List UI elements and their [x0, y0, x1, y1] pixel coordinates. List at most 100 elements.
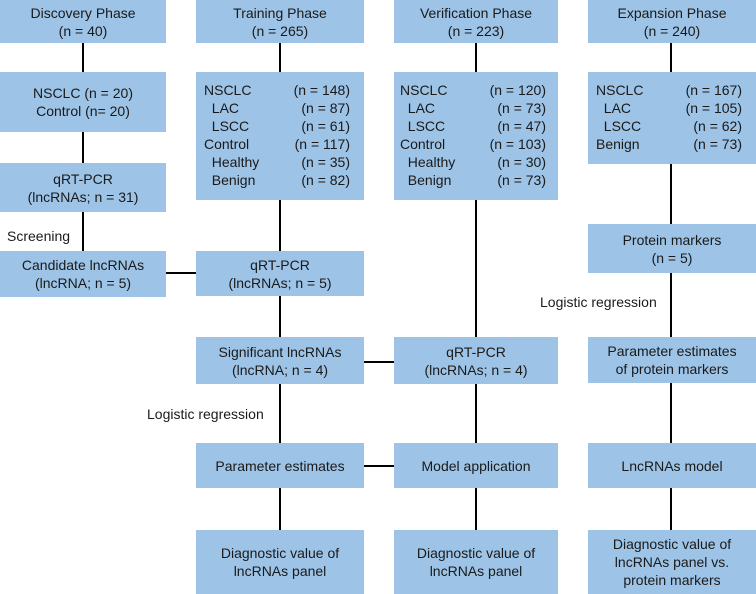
training-qrtpcr-box: qRT-PCR (lncRNAs; n = 5): [196, 251, 364, 296]
group-name: Benign: [204, 172, 256, 188]
group-count: (n = 73): [693, 136, 742, 152]
discovery-cohort-box: NSCLC (n = 20) Control (n= 20): [0, 72, 166, 132]
training-params-box: Parameter estimates: [196, 443, 364, 488]
cohort-row: Benign (n = 73): [400, 171, 546, 189]
node-detail: lncRNAs panel: [233, 563, 327, 579]
node-title: Parameter estimates: [215, 457, 345, 474]
cohort-row: LSCC (n = 62): [596, 117, 742, 135]
phase-title: Discovery Phase: [30, 4, 136, 21]
cohort-line: Control (n= 20): [36, 103, 130, 119]
group-count: (n = 61): [301, 118, 350, 134]
screening-label: Screening: [7, 228, 71, 244]
phase-title: Expansion Phase: [617, 4, 727, 21]
group-count: (n = 73): [497, 172, 546, 188]
node-title: Diagnostic value of: [416, 545, 536, 561]
cohort-rows: NSCLC (n = 148) LAC(n = 87) LSCC(n = 61)C…: [196, 81, 364, 189]
group-name: LSCC: [400, 118, 446, 134]
training-diagnostic-box: Diagnostic value of lncRNAs panel: [196, 530, 364, 594]
cohort-row: LAC (n = 105): [596, 99, 742, 117]
node-title: LncRNAs model: [621, 457, 723, 474]
protein-markers-box: Protein markers (n = 5): [588, 224, 756, 273]
group-count: (n = 167): [685, 82, 742, 98]
expansion-diagnostic-box: Diagnostic value of lncRNAs panel vs. pr…: [588, 530, 756, 594]
node-detail: (lncRNAs; n = 5): [228, 274, 332, 291]
node-detail: of protein markers: [615, 361, 729, 377]
cohort-row: LAC (n = 73): [400, 99, 546, 117]
node-title: qRT-PCR: [53, 170, 113, 187]
group-name: Benign: [400, 172, 452, 188]
node-title: Diagnostic value of: [612, 536, 732, 552]
cohort-row: LSCC (n = 47): [400, 117, 546, 135]
cohort-row: NSCLC (n = 148): [204, 81, 350, 99]
group-name: Healthy: [400, 154, 456, 170]
group-name: Control: [204, 136, 250, 152]
verification-phase-header: Verification Phase (n = 223): [394, 0, 558, 43]
cohort-row: Healthy(n = 35): [204, 153, 350, 171]
discovery-qrtpcr-box: qRT-PCR (lncRNAs; n = 31): [0, 163, 166, 212]
cohort-row: Control(n = 117): [204, 135, 350, 153]
group-count: (n = 47): [497, 118, 546, 134]
group-count: (n = 105): [685, 100, 742, 116]
group-name: NSCLC: [596, 82, 644, 98]
node-title: Parameter estimates: [607, 343, 737, 359]
node-title: Model application: [421, 457, 531, 474]
discovery-phase-header: Discovery Phase (n = 40): [0, 0, 166, 43]
cohort-rows: NSCLC(n = 120) LAC(n = 73) LSCC(n = 47)C…: [394, 81, 558, 189]
cohort-row: Benign (n = 73): [596, 135, 742, 153]
node-title: qRT-PCR: [250, 256, 310, 273]
training-phase-header: Training Phase (n = 265): [196, 0, 364, 43]
cohort-row: LAC(n = 87): [204, 99, 350, 117]
group-count: (n = 73): [497, 100, 546, 116]
phase-count: (n = 265): [251, 22, 309, 39]
phase-title: Training Phase: [233, 4, 327, 21]
cohort-row: Control (n = 103): [400, 135, 546, 153]
cohort-row: NSCLC(n = 120): [400, 81, 546, 99]
node-detail: (lncRNA; n = 5): [34, 275, 132, 291]
group-name: LAC: [400, 100, 436, 116]
group-name: NSCLC: [204, 82, 252, 98]
cohort-line: NSCLC (n = 20): [33, 85, 133, 101]
lncrnas-model-box: LncRNAs model: [588, 443, 756, 488]
cohort-row: Benign (n = 82): [204, 171, 350, 189]
group-count: (n = 148): [293, 82, 350, 98]
node-detail: lncRNAs panel vs.: [614, 554, 730, 570]
protein-params-box: Parameter estimates of protein markers: [588, 337, 756, 383]
node-title: Diagnostic value of: [220, 545, 340, 561]
node-detail: (lncRNA; n = 4): [231, 361, 329, 378]
verification-qrtpcr-box: qRT-PCR (lncRNAs; n = 4): [394, 337, 558, 384]
group-name: LSCC: [596, 118, 642, 134]
significant-lncrnas-box: Significant lncRNAs (lncRNA; n = 4): [196, 337, 364, 384]
phase-count: (n = 40): [58, 22, 108, 39]
training-cohort-box: NSCLC (n = 148) LAC(n = 87) LSCC(n = 61)C…: [196, 72, 364, 200]
cohort-row: NSCLC (n = 167): [596, 81, 742, 99]
group-name: Control: [400, 136, 446, 152]
node-detail: lncRNAs panel: [429, 563, 523, 579]
group-count: (n = 62): [693, 118, 742, 134]
group-name: Benign: [596, 136, 640, 152]
node-title: Candidate lncRNAs: [21, 257, 145, 273]
cohort-rows: NSCLC (n = 167) LAC (n = 105) LSCC (n = 62)…: [588, 81, 756, 153]
group-count: (n = 120): [489, 82, 546, 98]
candidate-lncrnas-box: Candidate lncRNAs (lncRNA; n = 5): [0, 251, 166, 297]
expansion-phase-header: Expansion Phase (n = 240): [588, 0, 756, 43]
cohort-row: Healthy (n = 30): [400, 153, 546, 171]
group-count: (n = 30): [497, 154, 546, 170]
group-count: (n = 82): [301, 172, 350, 188]
group-count: (n = 103): [489, 136, 546, 152]
phase-count: (n = 240): [643, 22, 701, 39]
verification-cohort-box: NSCLC(n = 120) LAC(n = 73) LSCC(n = 47)C…: [394, 72, 558, 200]
group-name: Healthy: [204, 154, 260, 170]
cohort-row: LSCC(n = 61): [204, 117, 350, 135]
node-detail: (lncRNAs; n = 4): [424, 361, 528, 378]
verification-diagnostic-box: Diagnostic value of lncRNAs panel: [394, 530, 558, 594]
expansion-cohort-box: NSCLC (n = 167) LAC (n = 105) LSCC (n = 62)…: [588, 72, 756, 164]
node-detail: (n = 5): [651, 249, 693, 266]
phase-count: (n = 223): [447, 22, 505, 39]
group-name: LAC: [204, 100, 240, 116]
model-application-box: Model application: [394, 443, 558, 488]
group-name: LAC: [596, 100, 632, 116]
node-detail: protein markers: [623, 572, 721, 588]
logistic-regression-label: Logistic regression: [147, 406, 264, 422]
